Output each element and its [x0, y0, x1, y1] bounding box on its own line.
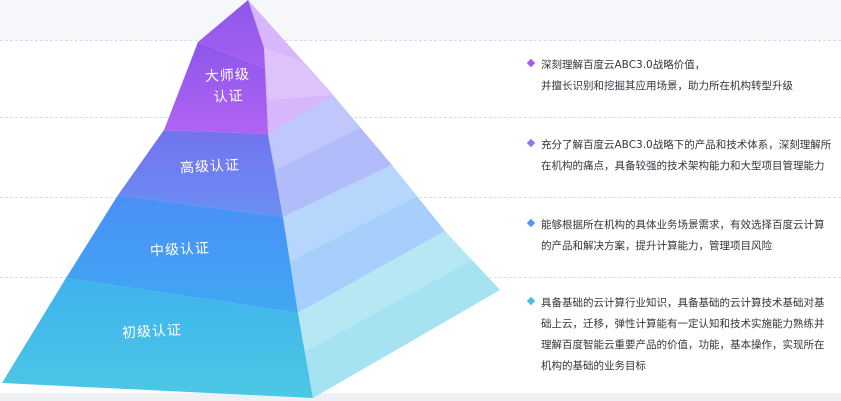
pyramid-tier-senior-left-face [118, 130, 283, 217]
description-text: 具备基础的云计算行业知识，具备基础的云计算技术基础对基础上云，迁移，弹性计算能有… [541, 297, 825, 372]
description-text: 能够根据所在机构的具体业务场景需求，有效选择百度云计算的产品和解决方案，提升计算… [541, 219, 825, 252]
pyramid-tier-junior-right-face [298, 231, 500, 398]
pyramid-face-highlight [283, 165, 418, 262]
top-background-band [0, 0, 841, 40]
pyramid-face-highlight [268, 95, 360, 170]
description-intermediate: 能够根据所在机构的具体业务场景需求，有效选择百度云计算的产品和解决方案，提升计算… [526, 215, 834, 257]
tier-label-master: 大师级 认证 [204, 66, 251, 106]
bottom-background-band [0, 393, 841, 401]
description-junior: 具备基础的云计算行业知识，具备基础的云计算技术基础对基础上云，迁移，弹性计算能有… [526, 293, 834, 377]
pyramid-tier-intermediate-left-face [66, 195, 298, 313]
bullet-diamond-icon [526, 138, 536, 148]
pyramid-tier-master-right-face [248, 0, 333, 134]
pyramid-tier-senior-right-face [268, 95, 392, 217]
bullet-diamond-icon [526, 296, 536, 306]
row-divider [0, 117, 841, 118]
description-master: 深刻理解百度云ABC3.0战略价值， 并擅长识别和挖掘其应用场景，助力所在机构转… [526, 55, 834, 97]
bullet-diamond-icon [526, 58, 536, 68]
bullet-diamond-icon [526, 218, 536, 228]
pyramid-tier-intermediate-right-face [283, 165, 445, 313]
pyramid-tier-junior-left-face [2, 278, 313, 398]
row-divider [0, 40, 841, 41]
description-text: 深刻理解百度云ABC3.0战略价值， 并擅长识别和挖掘其应用场景，助力所在机构转… [541, 59, 793, 92]
description-text: 充分了解百度云ABC3.0战略下的产品和技术体系，深刻理解所在机构的痛点，具备较… [541, 139, 832, 172]
pyramid-face-highlight [264, 48, 333, 100]
pyramid-face-highlight [298, 231, 472, 352]
row-divider [0, 197, 841, 198]
description-senior: 充分了解百度云ABC3.0战略下的产品和技术体系，深刻理解所在机构的痛点，具备较… [526, 135, 834, 177]
